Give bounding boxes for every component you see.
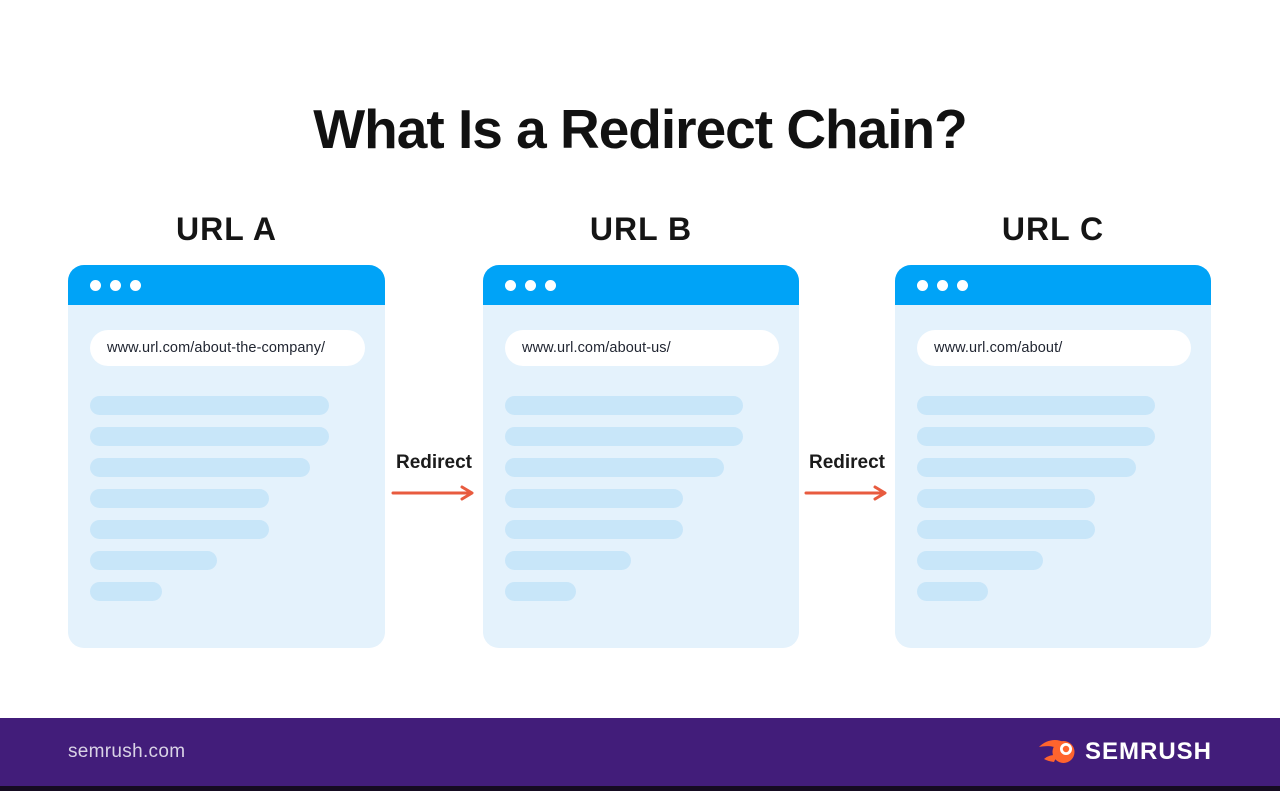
- content-placeholder-line: [90, 489, 269, 508]
- redirect-step-1: Redirect: [386, 450, 482, 507]
- browser-body: www.url.com/about-the-company/: [68, 305, 385, 601]
- redirect-label: Redirect: [808, 452, 886, 473]
- content-placeholder-line: [90, 458, 310, 477]
- window-dot-icon: [957, 279, 968, 291]
- browser-window-b: www.url.com/about-us/: [483, 265, 799, 648]
- url-c-label: URL C: [1001, 211, 1105, 247]
- address-bar: www.url.com/about-us/: [505, 330, 779, 366]
- page-title: What Is a Redirect Chain?: [313, 97, 967, 160]
- content-placeholder-line: [90, 582, 162, 601]
- semrush-fireball-icon: [1038, 739, 1075, 763]
- content-placeholder-line: [917, 582, 989, 601]
- url-b-panel: URL B www.url.com/about-us/: [483, 205, 799, 648]
- address-bar: www.url.com/about-the-company/: [90, 330, 365, 366]
- footer-site-url: semrush.com: [68, 741, 186, 762]
- window-dot-icon: [505, 279, 516, 291]
- content-placeholder-line: [917, 489, 1096, 508]
- window-dot-icon: [525, 279, 536, 291]
- url-b-label: URL B: [589, 211, 693, 247]
- window-dot-icon: [545, 279, 556, 291]
- semrush-wordmark: SEMRUSH: [1084, 738, 1212, 765]
- url-a-panel: URL A www.url.com/about-the-company/: [68, 205, 385, 648]
- content-placeholder-line: [90, 520, 269, 539]
- footer-bar: semrush.com SEMRUSH: [0, 718, 1280, 786]
- content-placeholder-line: [917, 396, 1156, 415]
- window-dot-icon: [90, 279, 101, 291]
- bottom-strip: [0, 786, 1280, 791]
- browser-body: www.url.com/about/: [895, 305, 1211, 601]
- content-placeholder-line: [505, 551, 632, 570]
- window-dot-icon: [917, 279, 928, 291]
- browser-window-c: www.url.com/about/: [895, 265, 1211, 648]
- content-placeholder-line: [505, 427, 744, 446]
- content-placeholder-line: [90, 551, 217, 570]
- window-dot-icon: [110, 279, 121, 291]
- content-placeholder: [505, 396, 779, 601]
- content-placeholder-line: [90, 427, 330, 446]
- content-placeholder-line: [505, 520, 684, 539]
- window-dot-icon: [130, 279, 141, 291]
- browser-titlebar: [895, 265, 1211, 305]
- address-bar: www.url.com/about/: [917, 330, 1191, 366]
- browser-window-a: www.url.com/about-the-company/: [68, 265, 385, 648]
- content-placeholder-line: [917, 520, 1096, 539]
- browser-body: www.url.com/about-us/: [483, 305, 799, 601]
- content-placeholder-line: [90, 396, 330, 415]
- window-dot-icon: [937, 279, 948, 291]
- content-placeholder-line: [505, 396, 744, 415]
- content-placeholder-line: [505, 489, 684, 508]
- browser-titlebar: [68, 265, 385, 305]
- content-placeholder-line: [917, 551, 1044, 570]
- semrush-logo: SEMRUSH: [1037, 736, 1212, 768]
- content-placeholder-line: [917, 427, 1156, 446]
- content-placeholder-line: [505, 582, 577, 601]
- redirect-step-2: Redirect: [799, 450, 895, 507]
- content-placeholder: [917, 396, 1191, 601]
- content-placeholder-line: [917, 458, 1137, 477]
- content-placeholder: [90, 396, 365, 601]
- browser-titlebar: [483, 265, 799, 305]
- content-placeholder-line: [505, 458, 725, 477]
- right-arrow-icon: [804, 485, 887, 501]
- url-c-panel: URL C www.url.com/about/: [895, 205, 1211, 648]
- right-arrow-icon: [391, 485, 474, 501]
- url-a-label: URL A: [176, 211, 277, 247]
- redirect-label: Redirect: [395, 452, 473, 473]
